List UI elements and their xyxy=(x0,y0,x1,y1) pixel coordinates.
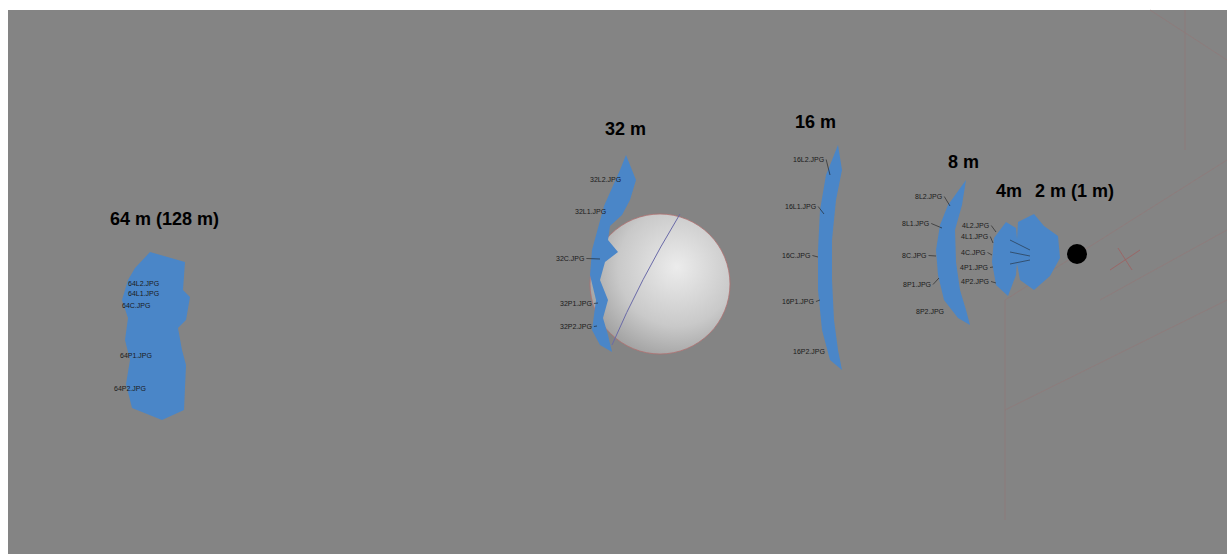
image-file-label: 32L2.JPG xyxy=(590,176,621,183)
background xyxy=(8,10,1227,554)
distance-heading: 32 m xyxy=(605,120,646,138)
leader-line xyxy=(586,258,600,260)
image-file-label: 4C.JPG xyxy=(961,249,986,256)
leader-line xyxy=(944,197,950,207)
image-file-label: 16P1.JPG xyxy=(782,298,814,305)
image-file-label: 32L1.JPG xyxy=(575,208,606,215)
distance-heading: 2 m (1 m) xyxy=(1035,182,1114,200)
leader-line xyxy=(594,303,598,305)
image-file-label: 8P1.JPG xyxy=(903,281,931,288)
leader-line xyxy=(988,253,992,256)
image-file-label: 32C.JPG xyxy=(556,255,584,262)
image-file-label: 8L2.JPG xyxy=(915,193,942,200)
image-file-label: 4L1.JPG xyxy=(961,233,988,240)
image-file-label: 16P2.JPG xyxy=(793,348,825,355)
leader-line xyxy=(816,300,820,302)
leader-line xyxy=(818,207,824,215)
leader-line xyxy=(812,256,818,258)
image-file-label: 16L1.JPG xyxy=(785,203,816,210)
image-planes xyxy=(122,145,1060,420)
leader-line xyxy=(991,226,996,233)
sphere xyxy=(590,214,730,354)
image-file-label: 16L2.JPG xyxy=(793,156,824,163)
image-file-label: 8C.JPG xyxy=(902,252,927,259)
distance-heading: 4m xyxy=(996,182,1022,200)
image-file-label: 32P2.JPG xyxy=(560,323,592,330)
image-file-label: 8P2.JPG xyxy=(916,308,944,315)
image-file-label: 64L1.JPG xyxy=(128,290,159,297)
leader-line xyxy=(594,326,597,328)
camera-point xyxy=(1067,244,1087,264)
leader-line xyxy=(990,267,993,269)
leader-line xyxy=(931,224,942,229)
image-file-label: 64P2.JPG xyxy=(114,385,146,392)
axis-marks xyxy=(1110,248,1140,270)
small-leaders xyxy=(1010,240,1030,264)
image-file-label: 64L2.JPG xyxy=(128,280,159,287)
image-file-label: 4P2.JPG xyxy=(961,278,989,285)
distance-heading: 64 m (128 m) xyxy=(110,210,219,228)
leader-line xyxy=(991,282,996,284)
distance-heading: 16 m xyxy=(795,113,836,131)
leader-line xyxy=(990,237,993,244)
leader-line xyxy=(826,160,830,176)
image-file-label: 32P1.JPG xyxy=(560,300,592,307)
image-file-label: 4P1.JPG xyxy=(960,264,988,271)
image-file-label: 64C.JPG xyxy=(122,302,150,309)
image-file-label: 16C.JPG xyxy=(782,252,810,259)
leader-line xyxy=(933,278,939,285)
distance-heading: 8 m xyxy=(948,153,979,171)
leader-line xyxy=(929,255,936,257)
image-file-label: 64P1.JPG xyxy=(120,352,152,359)
image-file-label: 4L2.JPG xyxy=(962,222,989,229)
wire-box xyxy=(1005,10,1227,520)
image-file-label: 8L1.JPG xyxy=(902,220,929,227)
